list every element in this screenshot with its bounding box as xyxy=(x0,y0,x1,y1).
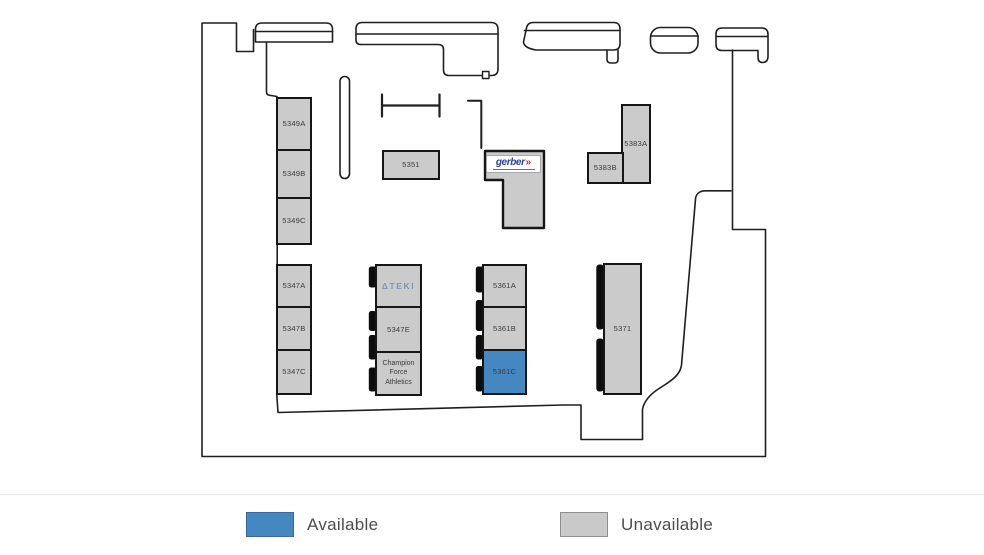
unavailable-label: Unavailable xyxy=(621,514,714,534)
loading-door-tab xyxy=(475,300,484,331)
available-swatch xyxy=(246,512,294,537)
unit-5349C[interactable]: 5349C xyxy=(276,197,312,246)
unit-column-5371: 5371 xyxy=(603,262,642,395)
gerber-tagline-bar xyxy=(492,168,535,171)
unit-label-5349C: 5349C xyxy=(282,216,306,226)
unit-label-5351: 5351 xyxy=(402,160,420,170)
unit-ateki[interactable]: ΔTEKI xyxy=(375,264,422,309)
ateki-logo: ΔTEKI xyxy=(381,281,416,292)
legend-item-available: Available xyxy=(246,512,378,537)
loading-door-tab xyxy=(596,338,604,392)
unit-column-5351: 5351 xyxy=(382,150,440,180)
unit-5347A[interactable]: 5347A xyxy=(276,264,312,309)
gerber-logo: gerber » xyxy=(486,155,541,173)
canopy-hook xyxy=(606,49,619,64)
unit-column-5383B: 5383B xyxy=(587,151,624,184)
corner-wall-line xyxy=(467,99,483,149)
small-door-square xyxy=(481,70,490,80)
unit-label-5347B: 5347B xyxy=(282,323,306,333)
loading-door-tab xyxy=(475,366,484,392)
loading-door-tab xyxy=(475,266,484,293)
loading-door-tab xyxy=(475,335,484,360)
unit-5383A[interactable]: 5383A xyxy=(621,104,651,184)
building-outline xyxy=(201,22,767,458)
loading-door-tab xyxy=(368,311,377,331)
unit-column-5383A: 5383A xyxy=(621,104,651,184)
unit-5349A[interactable]: 5349A xyxy=(276,97,312,151)
canopy-outline-2 xyxy=(355,21,499,77)
unit-label-5361B: 5361B xyxy=(493,324,516,333)
legend-item-unavailable: Unavailable xyxy=(560,512,713,537)
loading-door-tab xyxy=(368,335,377,360)
canopy-outline-1 xyxy=(254,22,334,43)
legend-divider xyxy=(0,494,984,495)
loading-door-tab xyxy=(368,266,377,288)
unit-5347E[interactable]: 5347E xyxy=(375,306,422,353)
gerber-arrow-icon: » xyxy=(525,156,532,168)
unit-5361C[interactable]: 5361C xyxy=(482,349,527,395)
gerber-wordmark: gerber xyxy=(495,156,525,168)
unit-label-5349B: 5349B xyxy=(282,169,306,179)
loading-door-tab xyxy=(368,367,377,392)
site-plan-map: 5349A 5349B 5349C 5351 5383A 5383B xyxy=(201,21,769,458)
unit-5349B[interactable]: 5349B xyxy=(276,148,312,200)
unit-5361B[interactable]: 5361B xyxy=(482,306,527,352)
unit-champion-force-athletics[interactable]: Champion Force Athletics xyxy=(375,350,422,396)
unavailable-swatch xyxy=(560,512,608,537)
unit-5351[interactable]: 5351 xyxy=(382,150,440,180)
unit-label-5383B: 5383B xyxy=(593,162,617,172)
unit-label-5347A: 5347A xyxy=(282,281,306,291)
unit-5347C[interactable]: 5347C xyxy=(276,348,312,395)
unit-label-5347E: 5347E xyxy=(387,324,410,334)
unit-column-5347: 5347A 5347B 5347C xyxy=(276,264,312,395)
loading-door-tab xyxy=(596,264,604,330)
unit-column-5347E: ΔTEKI 5347E Champion Force Athletics xyxy=(375,264,422,396)
canopy-outline-3 xyxy=(522,21,621,51)
unit-5383B[interactable]: 5383B xyxy=(587,151,624,184)
island-outline xyxy=(649,26,699,54)
unit-label-5361C: 5361C xyxy=(492,367,517,377)
wall-below-canopy xyxy=(265,41,278,98)
inner-boundary-line xyxy=(276,190,732,441)
unit-label-5371: 5371 xyxy=(613,323,632,333)
pillar-outline xyxy=(339,75,351,180)
unit-label-5383A: 5383A xyxy=(624,138,648,148)
canopy-outline-4 xyxy=(715,27,769,64)
unit-label-5347C: 5347C xyxy=(282,367,306,376)
unit-column-5361: 5361A 5361B 5361C xyxy=(482,264,527,395)
unit-5347B[interactable]: 5347B xyxy=(276,306,312,351)
unit-label-5349A: 5349A xyxy=(282,119,306,129)
floor-plan-drawing xyxy=(201,21,769,458)
unit-label-5361A: 5361A xyxy=(493,281,516,291)
unit-column-5349: 5349A 5349B 5349C xyxy=(276,97,312,246)
available-label: Available xyxy=(307,514,379,534)
champion-force-athletics-label: Champion Force Athletics xyxy=(382,359,415,386)
unit-5361A[interactable]: 5361A xyxy=(482,264,527,309)
unit-5371[interactable]: 5371 xyxy=(603,262,642,395)
dimension-marker xyxy=(380,93,441,118)
